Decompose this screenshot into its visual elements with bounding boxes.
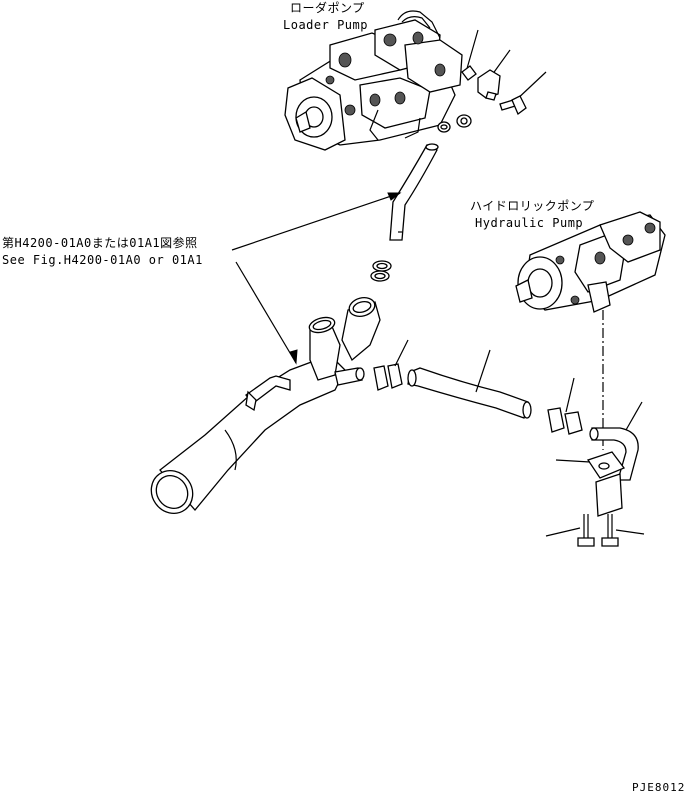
reference-arrows (231, 192, 402, 365)
hydraulic-pump-label-en: Hydraulic Pump (475, 216, 584, 230)
reference-label-en: See Fig.H4200-01A0 or 01A1 (2, 253, 203, 267)
loader-pump (284, 10, 547, 151)
hose-end-clamps (547, 377, 583, 435)
side-clamps (373, 339, 409, 391)
loader-pump-label-jp: ローダポンプ (290, 1, 365, 15)
hydraulic-pump (515, 211, 666, 450)
hose-upper (389, 143, 439, 241)
suction-pipe (150, 297, 381, 515)
loader-pump-label-en: Loader Pump (283, 18, 368, 32)
flange-bolts (545, 514, 645, 547)
drawing-code: PJE8012 (632, 781, 686, 794)
loader-pump-fittings (437, 65, 527, 133)
hose-horizontal (407, 349, 532, 419)
hydraulic-pump-label-jp: ハイドロリックポンプ (470, 199, 595, 213)
hose-clamp-mid (370, 260, 392, 282)
elbow-pipe (555, 401, 643, 517)
reference-label-jp: 第H4200-01A0または01A1図参照 (2, 236, 198, 250)
